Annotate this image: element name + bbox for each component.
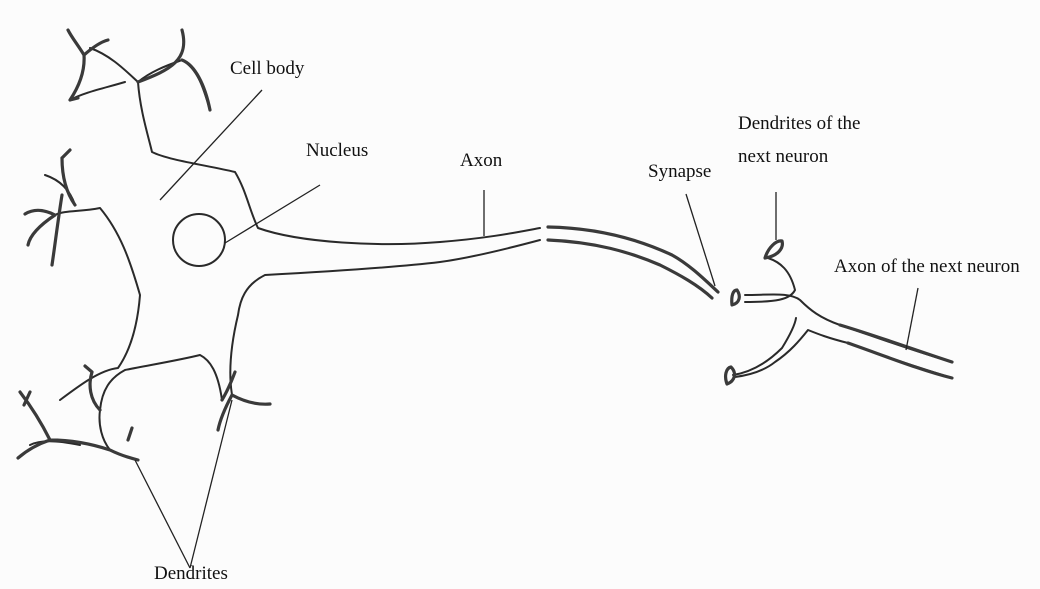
axon-segment: [548, 227, 718, 298]
label-axon: Axon: [460, 150, 502, 173]
terminal-button-left: [732, 290, 740, 305]
dendrite-bottom: [218, 372, 270, 430]
terminal-button-bottom: [726, 367, 735, 384]
nucleus-circle: [173, 214, 225, 266]
leader-axon-next: [906, 288, 918, 350]
cell-body-outline: [30, 48, 540, 450]
leader-dendrites-b: [190, 400, 232, 568]
leader-nucleus: [225, 185, 320, 243]
dendrite-bottom-left: [18, 366, 138, 460]
leader-dendrites-a: [135, 460, 190, 568]
label-cell-body: Cell body: [230, 58, 304, 81]
label-nucleus: Nucleus: [306, 140, 368, 163]
leader-synapse: [686, 194, 715, 286]
label-axon-next: Axon of the next neuron: [834, 256, 1020, 279]
label-dendrites: Dendrites: [154, 563, 228, 586]
label-dendrites-next-line2: next neuron: [738, 146, 828, 169]
label-synapse: Synapse: [648, 161, 711, 184]
leader-cell-body: [160, 90, 262, 200]
next-axon-line: [840, 325, 952, 378]
first-neuron: [18, 30, 540, 460]
dendrite-left: [25, 150, 75, 265]
axon-lower-line: [548, 240, 712, 298]
label-dendrites-next-line1: Dendrites of the: [738, 113, 860, 136]
terminal-button-top: [765, 241, 782, 258]
